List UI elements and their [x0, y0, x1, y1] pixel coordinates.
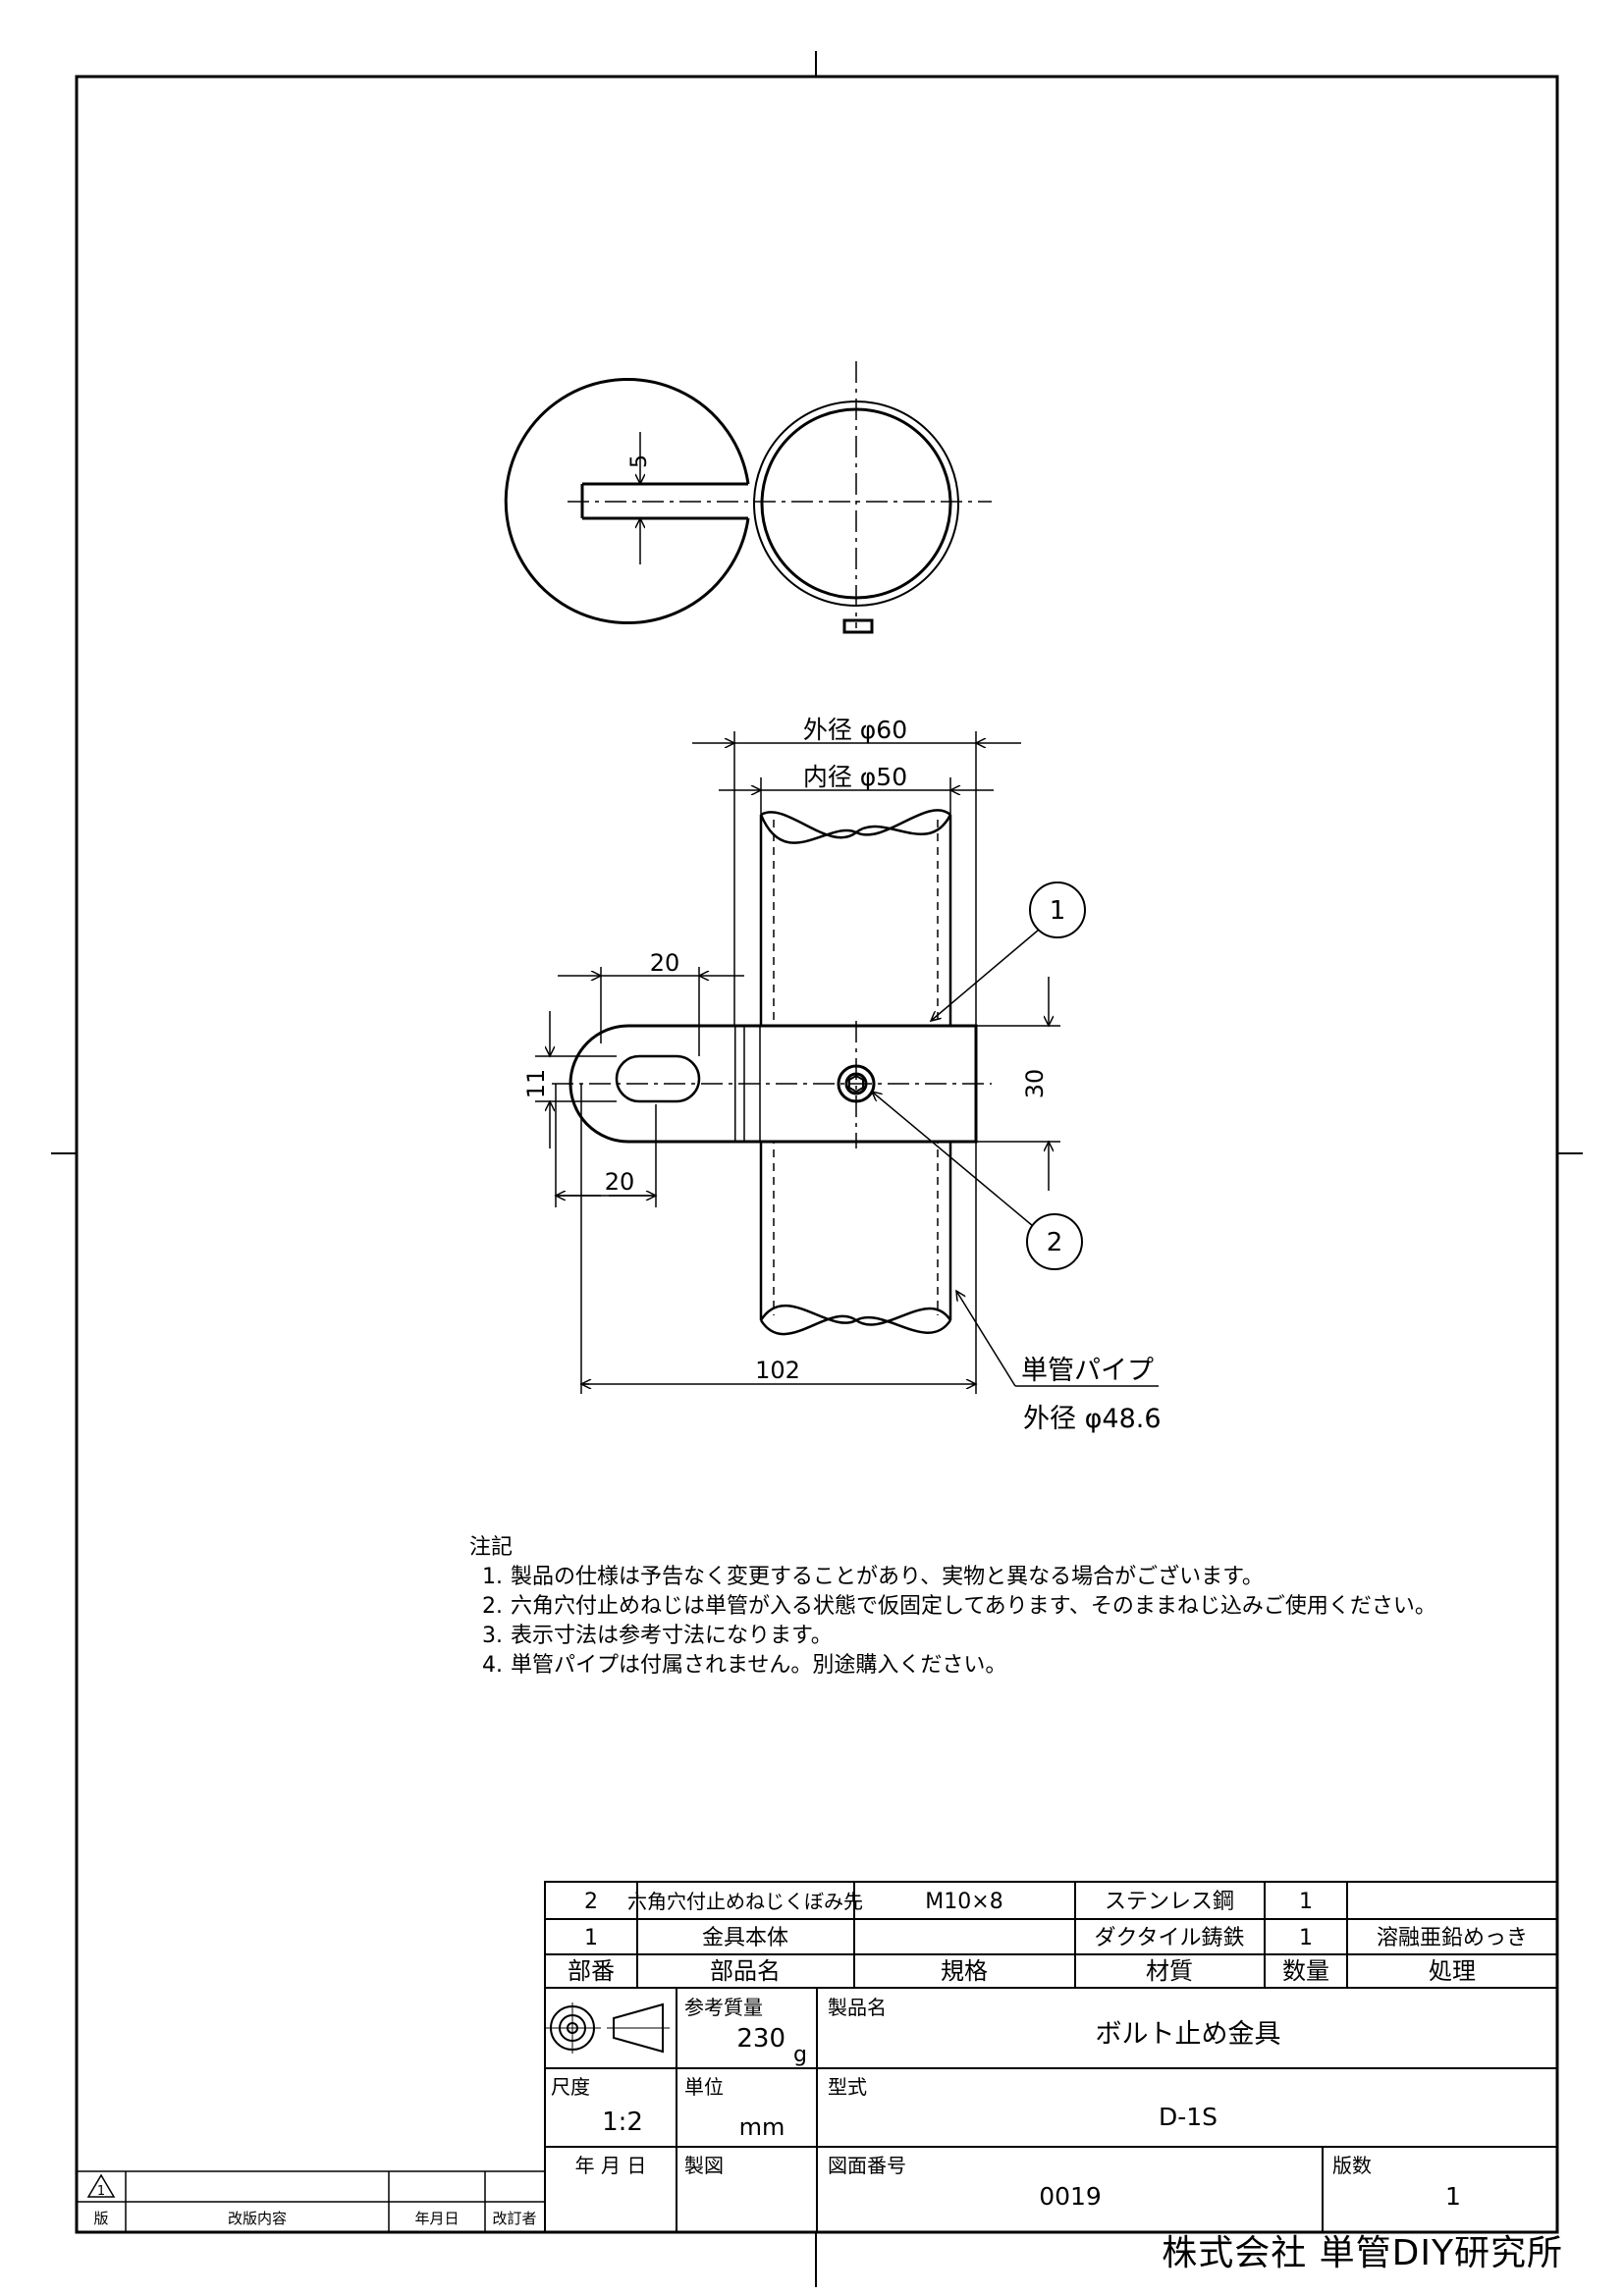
- band-outer-arc: [504, 378, 750, 624]
- model-label: 型式: [828, 2075, 867, 2099]
- revision-triangle-icon: 1: [86, 2173, 116, 2199]
- dim-outer-dia: 外径 φ60: [803, 716, 907, 744]
- part-spec: M10×8: [925, 1890, 1002, 1914]
- rev-col-rev: 版: [93, 2210, 108, 2227]
- notes: 注記 1.製品の仕様は予告なく変更することがあり、実物と異なる場合がございます。…: [469, 1533, 1436, 1681]
- front-view-centerlines: [552, 1021, 992, 1148]
- svg-text:1: 1: [97, 2184, 105, 2199]
- dim-inner-dia: 内径 φ50: [803, 763, 907, 791]
- balloon-leaders: [872, 881, 1159, 1387]
- part-no: 1: [584, 1926, 598, 1950]
- dim-slot-top: 20: [650, 949, 680, 977]
- dim-band-width: 30: [1021, 1069, 1049, 1099]
- rev-col-date: 年月日: [414, 2210, 459, 2227]
- part-name: 金具本体: [702, 1926, 788, 1950]
- note-item: 1.製品の仕様は予告なく変更することがあり、実物と異なる場合がございます。: [482, 1565, 1264, 1589]
- part-material: ダクタイル鋳鉄: [1094, 1926, 1244, 1950]
- header-material: 材質: [1146, 1957, 1193, 1985]
- scale-label: 尺度: [551, 2075, 590, 2099]
- drawing-number-label: 図面番号: [828, 2154, 906, 2177]
- dim-slot-width: 11: [522, 1069, 550, 1099]
- drawing-number: 0019: [1039, 2182, 1102, 2211]
- dim-slot-bottom: 20: [605, 1168, 635, 1196]
- header-qty: 数量: [1282, 1957, 1329, 1985]
- unit-value: mm: [739, 2113, 785, 2141]
- revision-block-grid: [77, 2170, 545, 2232]
- mass-label: 参考質量: [684, 1996, 763, 2019]
- rev-col-content: 改版内容: [228, 2210, 287, 2227]
- title-block-grid: [544, 1987, 1558, 2233]
- header-spec: 規格: [941, 1957, 988, 1985]
- model-value: D-1S: [1159, 2103, 1218, 2131]
- parts-row-2: 2 六角穴付止めねじくぼみ先 M10×8 ステンレス鋼 1: [584, 1890, 1313, 1914]
- note-item: 2.六角穴付止めねじは単管が入る状態で仮固定してあります、そのままねじ込みご使用…: [482, 1594, 1436, 1619]
- top-view-centerlines: [568, 361, 992, 628]
- product-name: ボルト止め金具: [1096, 2019, 1281, 2050]
- part-material: ステンレス鋼: [1105, 1890, 1234, 1914]
- mass-value: 230: [736, 2024, 785, 2054]
- drawn-by-label: 製図: [684, 2154, 724, 2177]
- balloon-2: 2: [1047, 1228, 1063, 1257]
- front-view: [552, 809, 992, 1336]
- parts-list-grid: [544, 1881, 1558, 1989]
- parts-header-row: 部番 部品名 規格 材質 数量 処理: [568, 1957, 1476, 1985]
- company-name: 株式会社 単管DIY研究所: [1162, 2233, 1563, 2273]
- centering-marks: [51, 51, 1583, 2287]
- balloon-1: 1: [1050, 896, 1066, 926]
- front-view-dimensions: [535, 731, 1060, 1394]
- product-name-label: 製品名: [828, 1996, 887, 2019]
- part-treatment: 溶融亜鉛めっき: [1377, 1926, 1528, 1950]
- top-view: [504, 361, 992, 634]
- header-treatment: 処理: [1429, 1957, 1476, 1985]
- part-name: 六角穴付止めねじくぼみ先: [627, 1890, 863, 1913]
- parts-row-1: 1 金具本体 ダクタイル鋳鉄 1 溶融亜鉛めっき: [584, 1926, 1528, 1950]
- header-no: 部番: [568, 1957, 615, 1985]
- part-qty: 1: [1299, 1926, 1313, 1950]
- notes-title: 注記: [469, 1535, 514, 1560]
- part-no: 2: [584, 1890, 598, 1914]
- revision-number: 1: [1445, 2182, 1461, 2211]
- projection-symbol: [546, 2002, 670, 2054]
- dim-thickness: 5: [627, 454, 652, 468]
- note-item: 4.単管パイプは付属されません。別途購入ください。: [482, 1653, 1007, 1678]
- note-item: 3.表示寸法は参考寸法になります。: [482, 1624, 833, 1648]
- pipe-dia-label: 外径 φ48.6: [1023, 1404, 1162, 1434]
- set-screw-head: [842, 618, 874, 634]
- unit-label: 単位: [684, 2075, 724, 2099]
- part-qty: 1: [1299, 1890, 1313, 1914]
- scale-value: 1:2: [602, 2108, 643, 2137]
- pipe-label: 単管パイプ: [1021, 1356, 1154, 1386]
- dim-total-length: 102: [755, 1357, 800, 1384]
- revision-label: 版数: [1332, 2154, 1372, 2177]
- rev-col-approved: 改訂者: [492, 2210, 536, 2227]
- header-name: 部品名: [710, 1957, 781, 1985]
- thickness-dim: [628, 432, 653, 564]
- date-label: 年 月 日: [575, 2154, 647, 2177]
- mass-unit: g: [793, 2043, 807, 2067]
